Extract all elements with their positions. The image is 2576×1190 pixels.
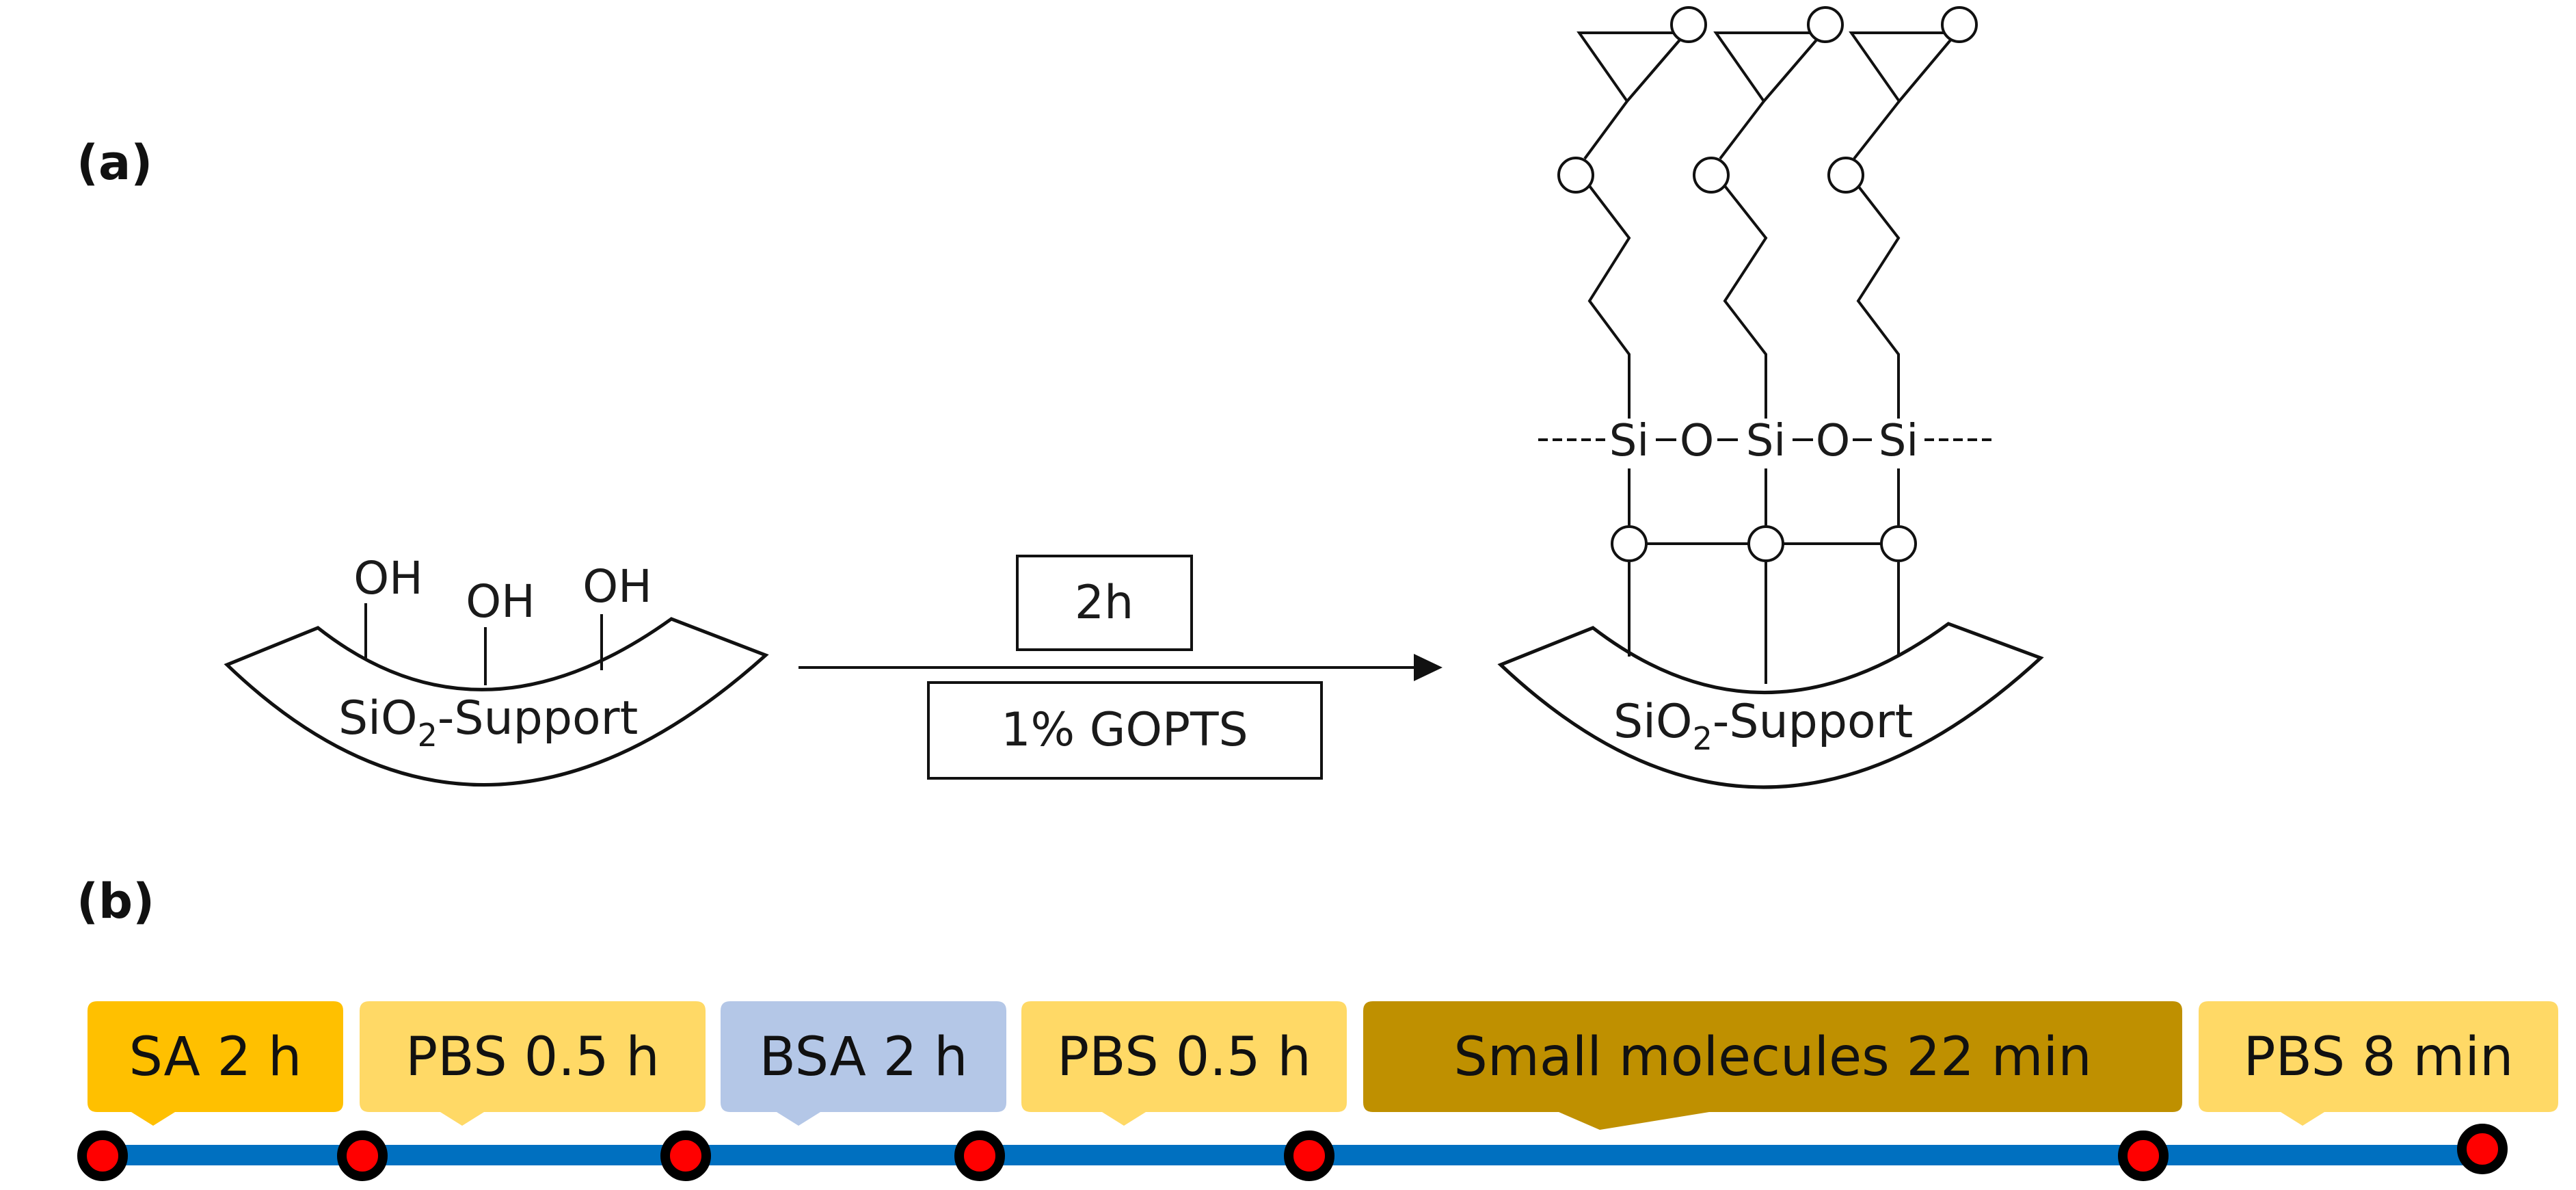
left-oh-2: OH (466, 575, 535, 628)
left-oh-1: OH (353, 552, 423, 605)
step-callout-shape-3 (721, 1001, 1006, 1126)
si-atom-3: Si (1879, 416, 1918, 466)
epoxide-ring-1 (1577, 31, 1689, 104)
panel-a-label: (a) (77, 135, 152, 191)
reagent-box (927, 681, 1323, 780)
time-box (1016, 555, 1193, 651)
right-support: SiO2-Support Si Si Si O O (1497, 6, 2044, 789)
timeline-marker-5 (1284, 1130, 1334, 1181)
timeline-marker-6 (2118, 1130, 2169, 1181)
ether-o-circle-1 (1557, 157, 1594, 194)
ether-o-circle-3 (1827, 157, 1864, 194)
step-label-1: SA 2 h (129, 1027, 302, 1088)
epoxide-ring-2 (1713, 31, 1826, 104)
left-support-label: SiO2-Support (338, 691, 638, 754)
lower-o-circle-3 (1880, 525, 1917, 562)
bridge-o-2: O (1816, 416, 1850, 466)
protocol-steps: SA 2 h PBS 0.5 h BSA 2 h PBS 0.5 h Small… (88, 1001, 2558, 1130)
timeline-marker-7 (2457, 1124, 2508, 1174)
right-support-label-sub: 2 (1693, 720, 1713, 757)
propyl-chain-1 (1587, 185, 1631, 419)
right-support-label: SiO2-Support (1613, 695, 1913, 757)
step-label-5: Small molecules 22 min (1453, 1027, 2091, 1088)
step-label-2: PBS 0.5 h (405, 1027, 660, 1088)
step-callout-shape-6 (2199, 1001, 2558, 1126)
time-label: 2h (1075, 576, 1133, 630)
step-callout-1: SA 2 h (88, 1001, 343, 1126)
left-support-label-main: SiO (338, 691, 418, 745)
bridge-o-1: O (1680, 416, 1714, 466)
step-callout-4: PBS 0.5 h (1021, 1001, 1347, 1126)
propyl-chain-2 (1723, 185, 1768, 419)
lower-o-circle-1 (1611, 525, 1648, 562)
reagent-label: 1% GOPTS (1001, 703, 1248, 757)
epoxide-o-circle-1 (1670, 6, 1707, 43)
step-callout-shape-2 (360, 1001, 706, 1126)
timeline-markers (77, 1124, 2508, 1181)
timeline-marker-4 (954, 1130, 1005, 1181)
left-support-label-tail: -Support (438, 691, 638, 745)
timeline-marker-2 (337, 1130, 388, 1181)
timeline-marker-3 (660, 1130, 711, 1181)
reaction: 2h 1% GOPTS (799, 555, 1443, 780)
reaction-arrow-head (1414, 654, 1443, 681)
right-support-label-tail: -Support (1713, 695, 1913, 749)
step-label-4: PBS 0.5 h (1057, 1027, 1311, 1088)
step-callout-5: Small molecules 22 min (1363, 1001, 2182, 1130)
lower-o-circle-2 (1747, 525, 1784, 562)
timeline-marker-1 (77, 1130, 128, 1181)
left-support-shape (224, 617, 769, 786)
propyl-chain-3 (1856, 185, 1901, 419)
epoxide-ring-3 (1849, 31, 1960, 104)
epoxide-o-circle-3 (1941, 6, 1978, 43)
step-callout-3: BSA 2 h (721, 1001, 1006, 1126)
right-support-label-main: SiO (1613, 695, 1693, 749)
left-support-label-sub: 2 (418, 717, 438, 754)
step-callout-2: PBS 0.5 h (360, 1001, 706, 1126)
si-atom-1: Si (1609, 416, 1649, 466)
epoxide-o-circle-2 (1807, 6, 1844, 43)
step-callout-shape-1 (88, 1001, 343, 1126)
step-label-6: PBS 8 min (2244, 1027, 2514, 1088)
step-callout-shape-4 (1021, 1001, 1347, 1126)
panel-b-label: (b) (77, 873, 155, 929)
left-oh-3: OH (582, 560, 652, 613)
left-support: OH OH OH SiO2-Support (224, 552, 769, 786)
ether-o-circle-2 (1693, 157, 1730, 194)
si-atom-2: Si (1746, 416, 1786, 466)
right-support-shape (1497, 622, 2044, 789)
step-callout-shape-5 (1363, 1001, 2182, 1130)
step-callout-6: PBS 8 min (2199, 1001, 2558, 1126)
step-label-3: BSA 2 h (759, 1027, 967, 1088)
